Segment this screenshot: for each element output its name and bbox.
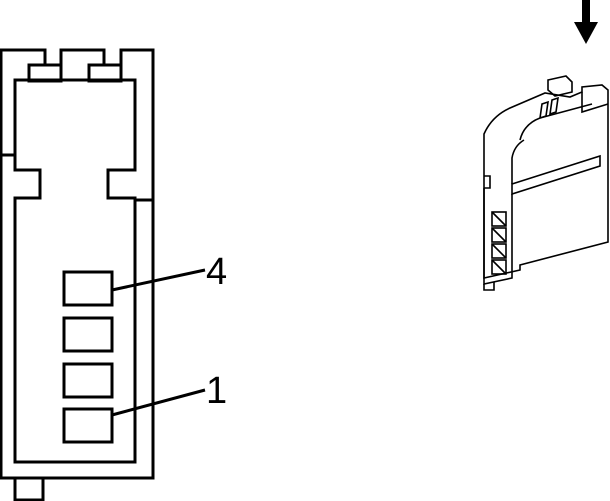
iso-side-face [511,154,601,196]
pin-cavity-1 [62,407,114,444]
iso-right-rail [581,92,609,114]
iso-outline [483,84,609,279]
connector-housing-front: 4 1 [0,48,227,501]
pin-cavity-2 [62,362,114,399]
iso-front-body [483,188,513,285]
iso-cavity-2-diag [491,227,507,243]
iso-cavity-4-diag [491,259,507,275]
housing-bottom-key [13,478,45,501]
iso-latch [547,75,573,97]
iso-cavity-3-diag [491,243,507,259]
iso-latch-slot-b [549,96,559,116]
pin-cavity-3 [62,316,114,353]
iso-cavity-2 [491,227,507,243]
leader-line-1 [111,388,206,417]
arrow-down-icon [574,0,598,44]
iso-foot [483,282,495,291]
iso-latch-slot-a [539,100,549,120]
connector-isometric [483,75,609,291]
iso-top-ridge-2 [511,139,525,184]
housing-inner [13,78,137,464]
leader-line-4 [111,268,206,292]
iso-cavity-4 [491,259,507,275]
callout-label-1: 1 [206,370,227,412]
callout-label-4: 4 [206,251,227,293]
pin-cavity-4 [62,270,114,307]
iso-cavity-1-diag [491,211,507,227]
latch-tab-right [87,63,123,83]
iso-cavity-3 [491,243,507,259]
iso-front-face [484,175,491,189]
latch-tab-left [27,63,63,83]
housing-outer [0,48,155,480]
iso-cavity-1 [491,211,507,227]
